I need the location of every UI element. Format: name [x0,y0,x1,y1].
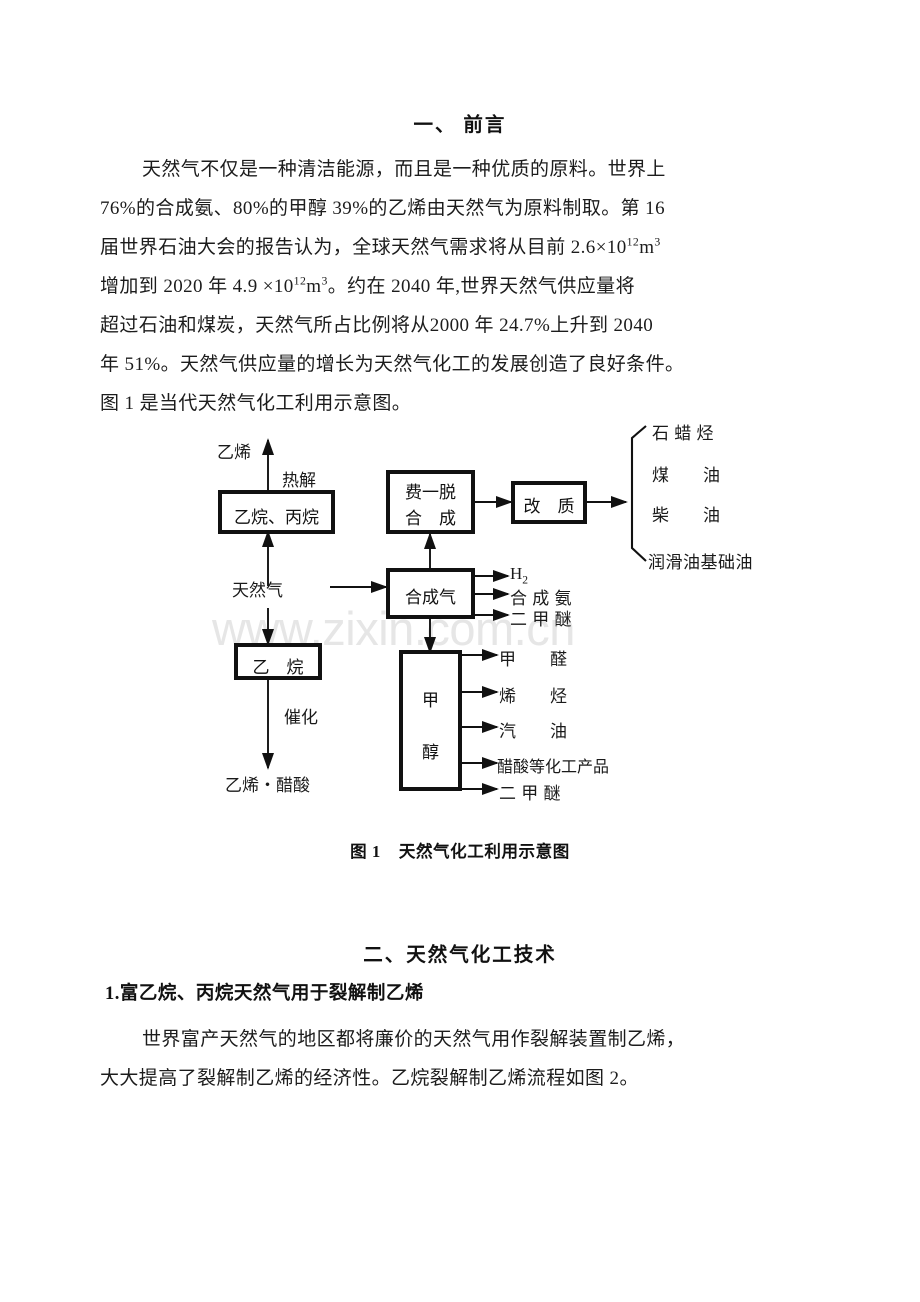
figure-box-fischer-line1: 费一脱 [405,483,456,502]
section-heading-preface: 一、 前言 [413,115,507,136]
preface-line-4-sup: 12 [293,274,307,288]
preface-line-2: 76%的合成氨、80%的甲醇 39%的乙烯由天然气为原料制取。第 16 [100,198,665,219]
preface-line-4-tail: m [306,276,322,297]
figure-label-ethylene-top: 乙烯 [217,443,251,462]
figure-box-ethane-propane: 乙烷、丙烷 [234,508,319,527]
figure-label-ethylene-acetic-acid: 乙烯・醋酸 [225,776,310,795]
figure-output-dimethyl-ether-2: 二 甲 醚 [499,784,561,803]
figure-box-ethane: 乙 烷 [252,658,304,677]
figure-output-diesel: 柴 油 [652,506,720,525]
subsection-heading-ethane-propane-cracking: 1.富乙烷、丙烷天然气用于裂解制乙烯 [105,984,424,1004]
h2-base: H [510,564,523,583]
figure-box-syngas: 合成气 [405,588,456,607]
preface-line-3-tail: m [639,237,655,258]
figure-box-methanol-line2: 醇 [422,743,439,762]
preface-line-3-sup: 12 [626,235,640,249]
figure-caption-label: 图 1 [350,842,381,861]
preface-line-3: 届世界石油大会的报告认为，全球天然气需求将从目前 2.6×10 [100,237,627,258]
figure-1-caption: 图 1 天然气化工利用示意图 [0,838,920,862]
h2-sub: 2 [522,573,529,587]
figure-1-flow-diagram: 乙烯 热解 乙烷、丙烷 天然气 乙 烷 催化 乙烯・醋酸 费一脱 合 成 改 质… [0,408,920,828]
figure-output-dimethyl-ether-1: 二 甲 醚 [510,610,572,629]
preface-line-3-sup2: 3 [654,235,661,249]
figure-output-ammonia: 合 成 氨 [510,589,572,608]
figure-output-gasoline: 汽 油 [499,722,567,741]
figure-caption-title: 天然气化工利用示意图 [398,842,570,861]
preface-line-4-sup2: 3 [321,274,328,288]
preface-line-4: 增加到 2020 年 4.9 ×10 [100,276,294,297]
figure-label-natural-gas: 天然气 [232,581,283,600]
figure-box-fischer-line2: 合 成 [405,509,456,528]
figure-output-kerosene: 煤 油 [652,466,720,485]
preface-line-4-rest: 。约在 2040 年,世界天然气供应量将 [327,276,635,297]
section2-line-1: 世界富产天然气的地区都将廉价的天然气用作裂解装置制乙烯， [142,1029,686,1050]
figure-output-formaldehyde: 甲 醛 [499,650,567,669]
section2-paragraph: 世界富产天然气的地区都将廉价的天然气用作裂解装置制乙烯， 大大提高了裂解制乙烯的… [100,1020,823,1098]
figure-output-hydrogen: H2 [510,564,529,587]
figure-output-paraffin: 石 蜡 烃 [652,424,714,443]
figure-output-acetic-acid-chemicals: 醋酸等化工产品 [497,759,610,776]
figure-label-pyrolysis: 热解 [282,471,316,490]
figure-box-methanol-line1: 甲 [422,691,439,710]
preface-line-1: 天然气不仅是一种清洁能源，而且是一种优质的原料。世界上 [142,159,666,180]
preface-line-5: 超过石油和煤炭，天然气所占比例将从2000 年 24.7%上升到 2040 [100,315,654,336]
figure-label-catalysis: 催化 [284,708,318,727]
figure-output-olefins: 烯 烃 [499,687,567,706]
preface-line-7: 图 1 是当代天然气化工利用示意图。 [100,393,412,414]
preface-paragraph: 天然气不仅是一种清洁能源，而且是一种优质的原料。世界上 76%的合成氨、80%的… [100,150,823,423]
section-heading-technology: 二、天然气化工技术 [363,945,557,966]
preface-line-6: 年 51%。天然气供应量的增长为天然气化工的发展创造了良好条件。 [100,354,685,375]
figure-output-lube-base-oil: 润滑油基础油 [648,553,753,572]
figure-box-upgrading: 改 质 [523,497,575,516]
section2-line-2: 大大提高了裂解制乙烯的经济性。乙烷裂解制乙烯流程如图 2。 [100,1068,639,1089]
